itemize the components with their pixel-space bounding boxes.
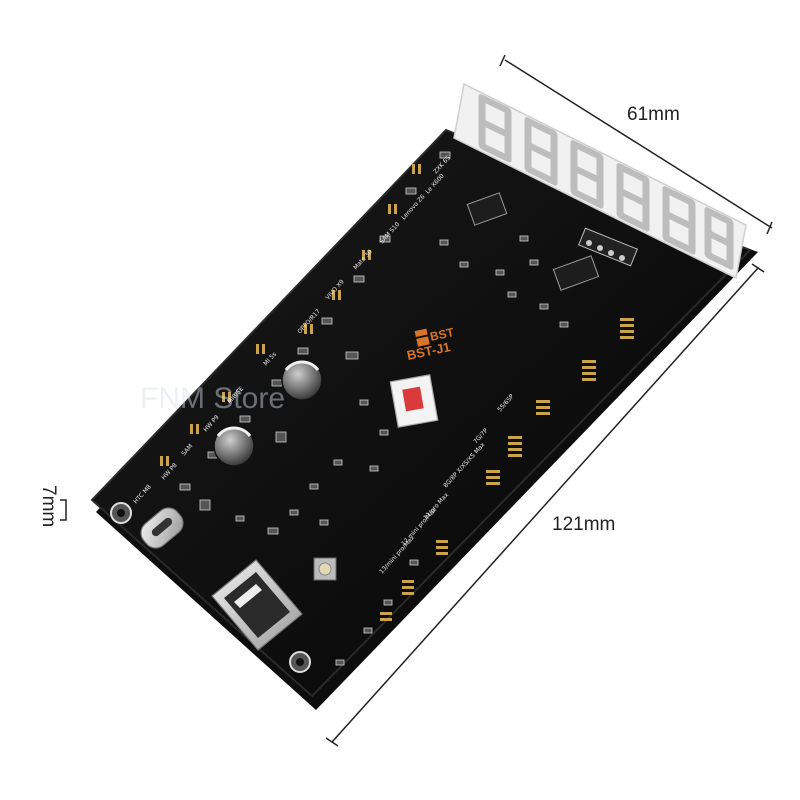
width-label: 61mm	[627, 104, 680, 125]
usb-c-port[interactable]	[136, 503, 188, 553]
length-label: 121mm	[552, 514, 616, 535]
seven-segment-display	[453, 82, 747, 280]
power-switch[interactable]	[389, 374, 439, 428]
ic-chips	[466, 192, 638, 291]
brand-logo-text: BST	[429, 325, 456, 344]
usb-a-port[interactable]	[211, 559, 303, 651]
height-dimension-line	[60, 499, 67, 521]
tact-button[interactable]	[313, 557, 337, 581]
height-label: 7mm	[38, 485, 59, 528]
watermark: FNM Store	[140, 382, 285, 415]
smd-components	[179, 151, 569, 666]
battery-pin-pads	[380, 318, 634, 621]
mounting-hole	[110, 502, 311, 673]
width-dimension-line	[504, 59, 773, 229]
left-pin-pads	[160, 164, 421, 466]
electrolytic-capacitor	[213, 359, 323, 467]
length-dimension-line	[331, 267, 759, 743]
dimension-lines	[60, 54, 773, 747]
